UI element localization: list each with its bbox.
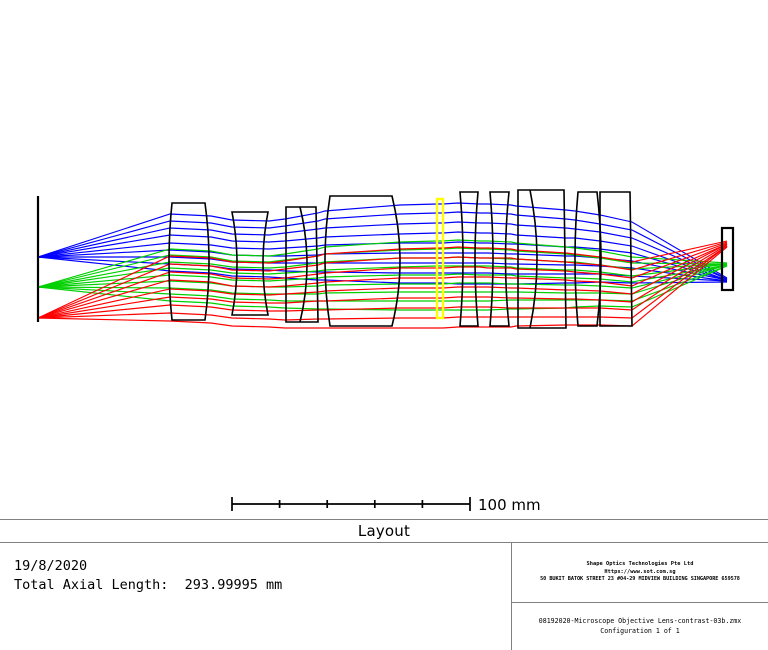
file-name: 08192020-Microscope Objective Lens-contr…: [538, 617, 742, 626]
lens-element-3: [285, 206, 319, 323]
optical-layout-svg: 100 mm: [36, 189, 735, 514]
aperture-stop: [435, 197, 445, 320]
date-text: 19/8/2020: [14, 558, 88, 574]
footer-info-left: 19/8/2020 Total Axial Length: 293.99995 …: [0, 543, 511, 650]
footer-info-right: Shape Optics Technologies Pte Ltd Https:…: [511, 543, 768, 650]
image-plane-detector: [720, 226, 735, 292]
plot-title-bar: Layout: [0, 520, 768, 543]
configuration-label: Configuration 1 of 1: [600, 626, 680, 635]
lens-element-2: [231, 211, 269, 316]
ray-bundles: [37, 202, 728, 329]
lens-element-4: [324, 195, 401, 327]
file-info-block: 08192020-Microscope Objective Lens-contr…: [512, 603, 768, 650]
scale-bar: [231, 497, 471, 511]
lens-element-9: [599, 191, 633, 327]
total-axial-length-text: Total Axial Length: 293.99995 mm: [14, 577, 283, 593]
lens-element-3-rear-surface: [299, 206, 308, 323]
scale-bar-label: 100 mm: [478, 496, 541, 514]
company-name: Shape Optics Technologies Pte Ltd: [586, 561, 694, 568]
page-title: Layout: [357, 521, 411, 540]
optical-layout-diagram: 100 mm: [36, 189, 735, 514]
company-address: 50 BUKIT BATOK STREET 23 #04-29 MIDVIEW …: [540, 576, 740, 583]
company-url: Https://www.sot.com.sg: [604, 568, 676, 575]
lens-element-6: [489, 191, 510, 327]
footer-frame: Layout 19/8/2020 Total Axial Length: 293…: [0, 519, 768, 650]
lens-element-7-front-surface: [529, 189, 538, 329]
lens-element-1: [168, 202, 210, 321]
optical-elements: [36, 189, 735, 329]
company-info-block: Shape Optics Technologies Pte Ltd Https:…: [512, 543, 768, 603]
lens-element-5: [459, 191, 479, 327]
lens-element-7: [517, 189, 567, 329]
